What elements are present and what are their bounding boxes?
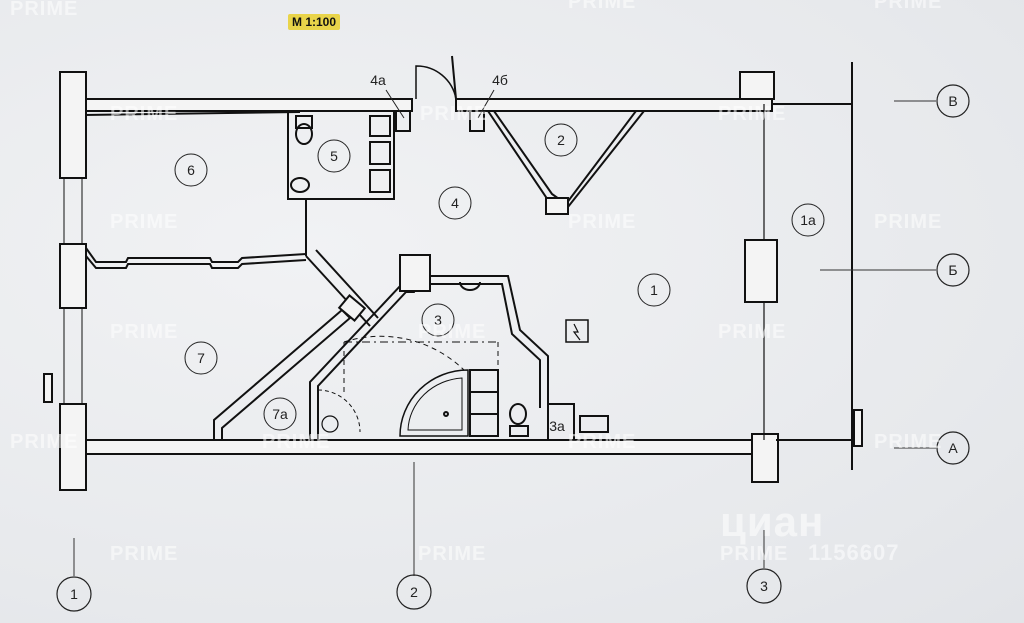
closet-2-walls (487, 110, 645, 214)
wall-left-lower (59, 403, 87, 491)
room-circles (174, 123, 825, 431)
room-3a-label: 3а (549, 418, 565, 434)
svg-text:PRIME: PRIME (110, 211, 178, 233)
column-bottom-right (751, 433, 779, 483)
axis-V-marker (936, 84, 970, 118)
wall-left-upper (59, 71, 87, 179)
wall-bottom (85, 439, 777, 455)
column-top-right (739, 71, 775, 100)
room-labels: 1 1а 2 3 3а 4 4а 4б 5 6 7 7а (187, 72, 816, 434)
svg-text:PRIME: PRIME (110, 321, 178, 343)
axis-labels: В Б А 1 2 3 (70, 93, 958, 602)
svg-text:PRIME: PRIME (418, 321, 486, 343)
svg-text:PRIME: PRIME (718, 321, 786, 343)
leader-lines (385, 89, 495, 119)
svg-text:PRIME: PRIME (110, 103, 178, 125)
svg-text:PRIME: PRIME (874, 211, 942, 233)
room-4-label: 4 (451, 195, 459, 211)
svg-text:PRIME: PRIME (568, 431, 636, 453)
axis-B-label: Б (948, 262, 957, 278)
room-6-label: 6 (187, 162, 195, 178)
room-3-label: 3 (434, 312, 442, 328)
room-2-label: 2 (557, 132, 565, 148)
axis-1-label: 1 (70, 586, 78, 602)
axis-3-marker (746, 568, 782, 604)
room-1-label: 1 (650, 282, 658, 298)
axis-2-marker (396, 574, 432, 610)
room-4b-label: 4б (492, 72, 508, 88)
room-7a-label: 7а (272, 406, 288, 422)
walls (43, 55, 863, 491)
svg-text:PRIME: PRIME (718, 103, 786, 125)
svg-text:PRIME: PRIME (262, 431, 330, 453)
bathroom-5-walls (287, 110, 395, 200)
svg-text:PRIME: PRIME (420, 103, 488, 125)
wall-left-mid (59, 243, 87, 309)
axis-1-marker (56, 576, 92, 612)
wall-6-7 (85, 247, 307, 263)
svg-text:PRIME: PRIME (418, 543, 486, 565)
svg-text:PRIME: PRIME (568, 0, 636, 13)
axis-V-label: В (948, 93, 957, 109)
partitions (85, 110, 645, 441)
room-4a-label: 4а (370, 72, 386, 88)
svg-text:PRIME: PRIME (10, 431, 78, 453)
axis-3-label: 3 (760, 578, 768, 594)
svg-text:PRIME: PRIME (874, 0, 942, 13)
axis-lines (73, 100, 936, 576)
room-5-label: 5 (330, 148, 338, 164)
cian-logo-text: циан (720, 498, 824, 545)
column-middle (744, 239, 778, 303)
room-7-label: 7 (197, 350, 205, 366)
axis-A-marker (936, 431, 970, 465)
svg-text:PRIME: PRIME (110, 543, 178, 565)
watermarks: PRIME PRIME PRIME PRIME PRIME PRIME PRIM… (10, 0, 942, 565)
axis-B-marker (936, 253, 970, 287)
cian-watermark: циан 1156607 (720, 498, 899, 565)
axis-A-label: А (948, 440, 958, 456)
axis-markers (56, 84, 970, 612)
svg-text:PRIME: PRIME (568, 211, 636, 233)
axis-2-label: 2 (410, 584, 418, 600)
svg-text:PRIME: PRIME (874, 431, 942, 453)
svg-text:PRIME: PRIME (10, 0, 78, 20)
listing-code: 1156607 (808, 540, 899, 565)
room-1a-label: 1а (800, 212, 816, 228)
scale-label: М 1:100 (288, 14, 341, 30)
svg-text:PRIME: PRIME (720, 543, 788, 565)
